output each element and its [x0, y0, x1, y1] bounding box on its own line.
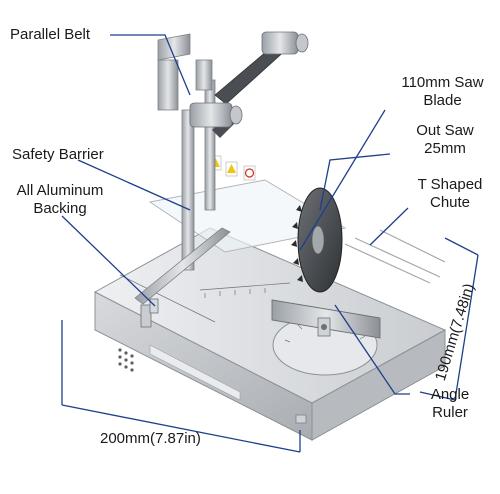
callout-out-saw: Out Saw 25mm: [395, 122, 495, 158]
callout-angle-ruler-line2: Ruler: [432, 404, 468, 421]
callout-out-saw-line2: 25mm: [424, 140, 466, 157]
fence-knob: [140, 304, 152, 328]
power-switch: [295, 414, 307, 424]
callout-lines: [61, 34, 410, 395]
vent-grille: [118, 348, 134, 372]
callout-backing: All Aluminum Backing: [0, 182, 120, 218]
callout-t-chute: T Shaped Chute: [405, 176, 495, 212]
callout-backing-line2: Backing: [33, 200, 87, 217]
t-chute: [344, 229, 446, 284]
callout-t-chute-line2: Chute: [429, 194, 471, 211]
callout-out-saw-line1: Out Saw: [416, 122, 474, 139]
dimension-lines: [61, 237, 479, 453]
machine-body: [93, 227, 447, 441]
callout-backing-line1: All Aluminum: [16, 182, 104, 199]
callout-angle-ruler: Angle Ruler: [415, 386, 485, 422]
callout-t-chute-line1: T Shaped: [417, 176, 483, 193]
callout-parallel-belt: Parallel Belt: [10, 26, 91, 43]
callout-angle-ruler-line1: Angle: [430, 386, 470, 403]
saw-blade: [291, 187, 343, 293]
table-ruler: [119, 274, 291, 323]
callout-saw-blade: 110mm Saw Blade: [390, 74, 495, 110]
angle-ruler: [271, 299, 381, 376]
dimension-width-label: 200mm(7.87in): [100, 430, 201, 447]
callout-safety-barrier: Safety Barrier: [12, 146, 104, 163]
aluminum-backing: [134, 227, 231, 328]
safety-barrier: [148, 155, 347, 253]
callout-saw-blade-line1: 110mm Saw: [401, 74, 484, 91]
parallel-belt: [157, 31, 309, 138]
callout-saw-blade-line2: Blade: [423, 92, 462, 109]
